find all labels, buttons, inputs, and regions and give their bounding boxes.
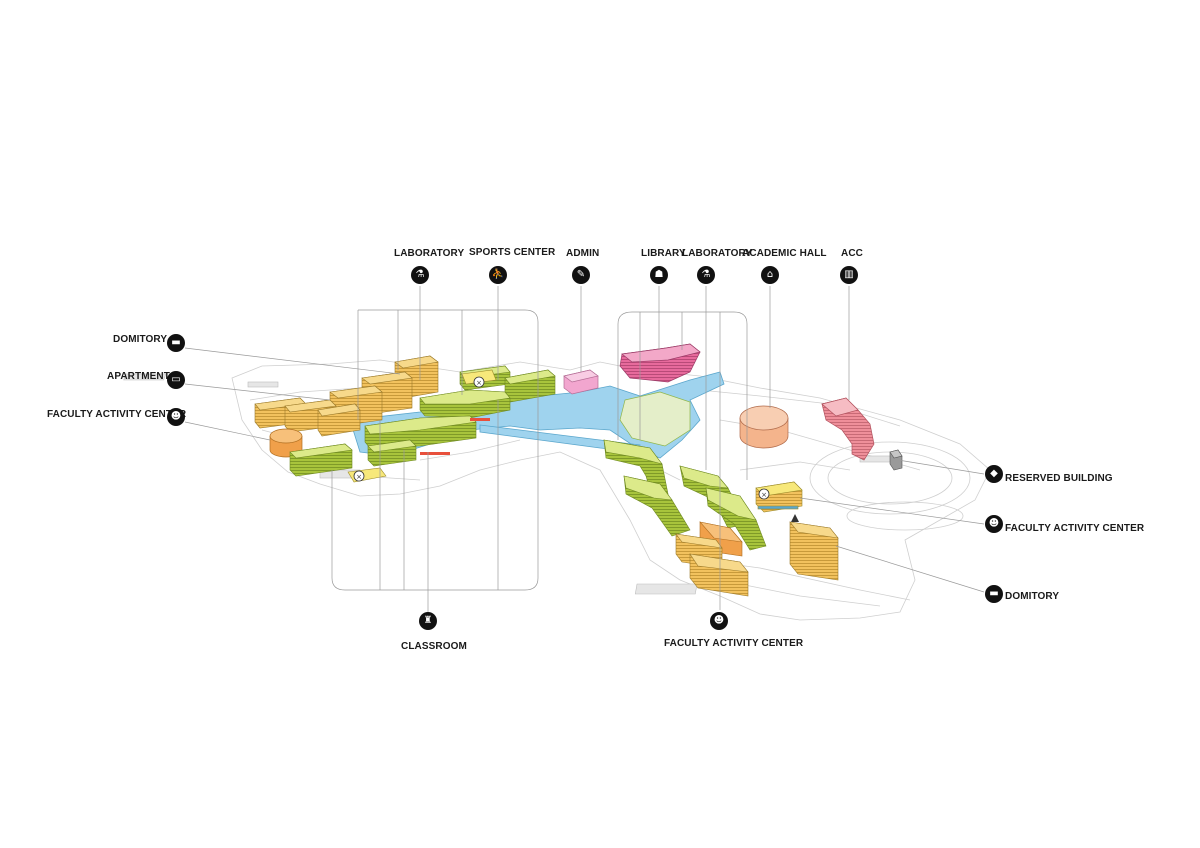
bed-icon: ▬: [167, 334, 185, 352]
library-plaza: [619, 391, 691, 447]
label-reserved-building: RESERVED BUILDING: [1005, 473, 1113, 484]
book-icon: ▥: [840, 266, 858, 284]
library-building: [619, 343, 701, 383]
marker-right: [758, 488, 770, 500]
svg-text:×: ×: [761, 491, 767, 499]
label-domitory-right: DOMITORY: [1005, 591, 1060, 602]
microscope-icon: ⚗: [411, 266, 429, 284]
label-admin: ADMIN: [566, 248, 600, 259]
triangle-marker: [791, 514, 799, 522]
sports-marker-top: [473, 376, 485, 388]
group-icon: ☻: [710, 612, 728, 630]
label-academic-hall: ACADEMIC HALL: [742, 248, 827, 259]
label-faculty-center-right: FACULTY ACTIVITY CENTER: [1005, 523, 1145, 534]
label-classroom: CLASSROOM: [401, 641, 467, 652]
hall-icon: ⌂: [761, 266, 779, 284]
desk-person-icon: ✎: [572, 266, 590, 284]
runner-icon: ⛹: [489, 266, 507, 284]
classroom-blocks-right: [603, 439, 767, 551]
microscope-icon: ⚗: [697, 266, 715, 284]
label-faculty-center-left: FACULTY ACTIVITY CENTER: [47, 409, 187, 420]
label-library: LIBRARY: [641, 248, 686, 259]
group-icon: ☻: [985, 515, 1003, 533]
academic-hall-building: [739, 405, 789, 449]
admin-building: [563, 369, 599, 395]
label-laboratory-top: LABORATORY: [394, 248, 465, 259]
bed-icon: ▬: [985, 585, 1003, 603]
acc-building: [821, 397, 875, 461]
accent-strip: [420, 452, 450, 455]
label-laboratory-right: LABORATORY: [682, 248, 753, 259]
classroom-icon: ♜: [419, 612, 437, 630]
dormitory-block-left: [254, 355, 439, 437]
reader-icon: ☗: [650, 266, 668, 284]
label-domitory-left: DOMITORY: [113, 334, 168, 345]
group-icon: ☻: [167, 408, 185, 426]
label-acc: ACC: [841, 248, 863, 259]
dormitory-block-right: [675, 521, 839, 597]
sports-marker-left: [353, 470, 365, 482]
accent-strip: [470, 418, 490, 421]
svg-text:×: ×: [476, 379, 482, 387]
label-sports-center: SPORTS CENTER: [469, 247, 556, 258]
label-apartment: APARTMENT: [107, 371, 170, 382]
cube-icon: ◆: [985, 465, 1003, 483]
reserved-building: [889, 449, 903, 471]
site-hatching: [123, 373, 901, 595]
label-faculty-center-bottom: FACULTY ACTIVITY CENTER: [664, 638, 804, 649]
svg-text:×: ×: [356, 473, 362, 481]
sofa-icon: ▭: [167, 371, 185, 389]
leader-lines: [184, 286, 985, 612]
